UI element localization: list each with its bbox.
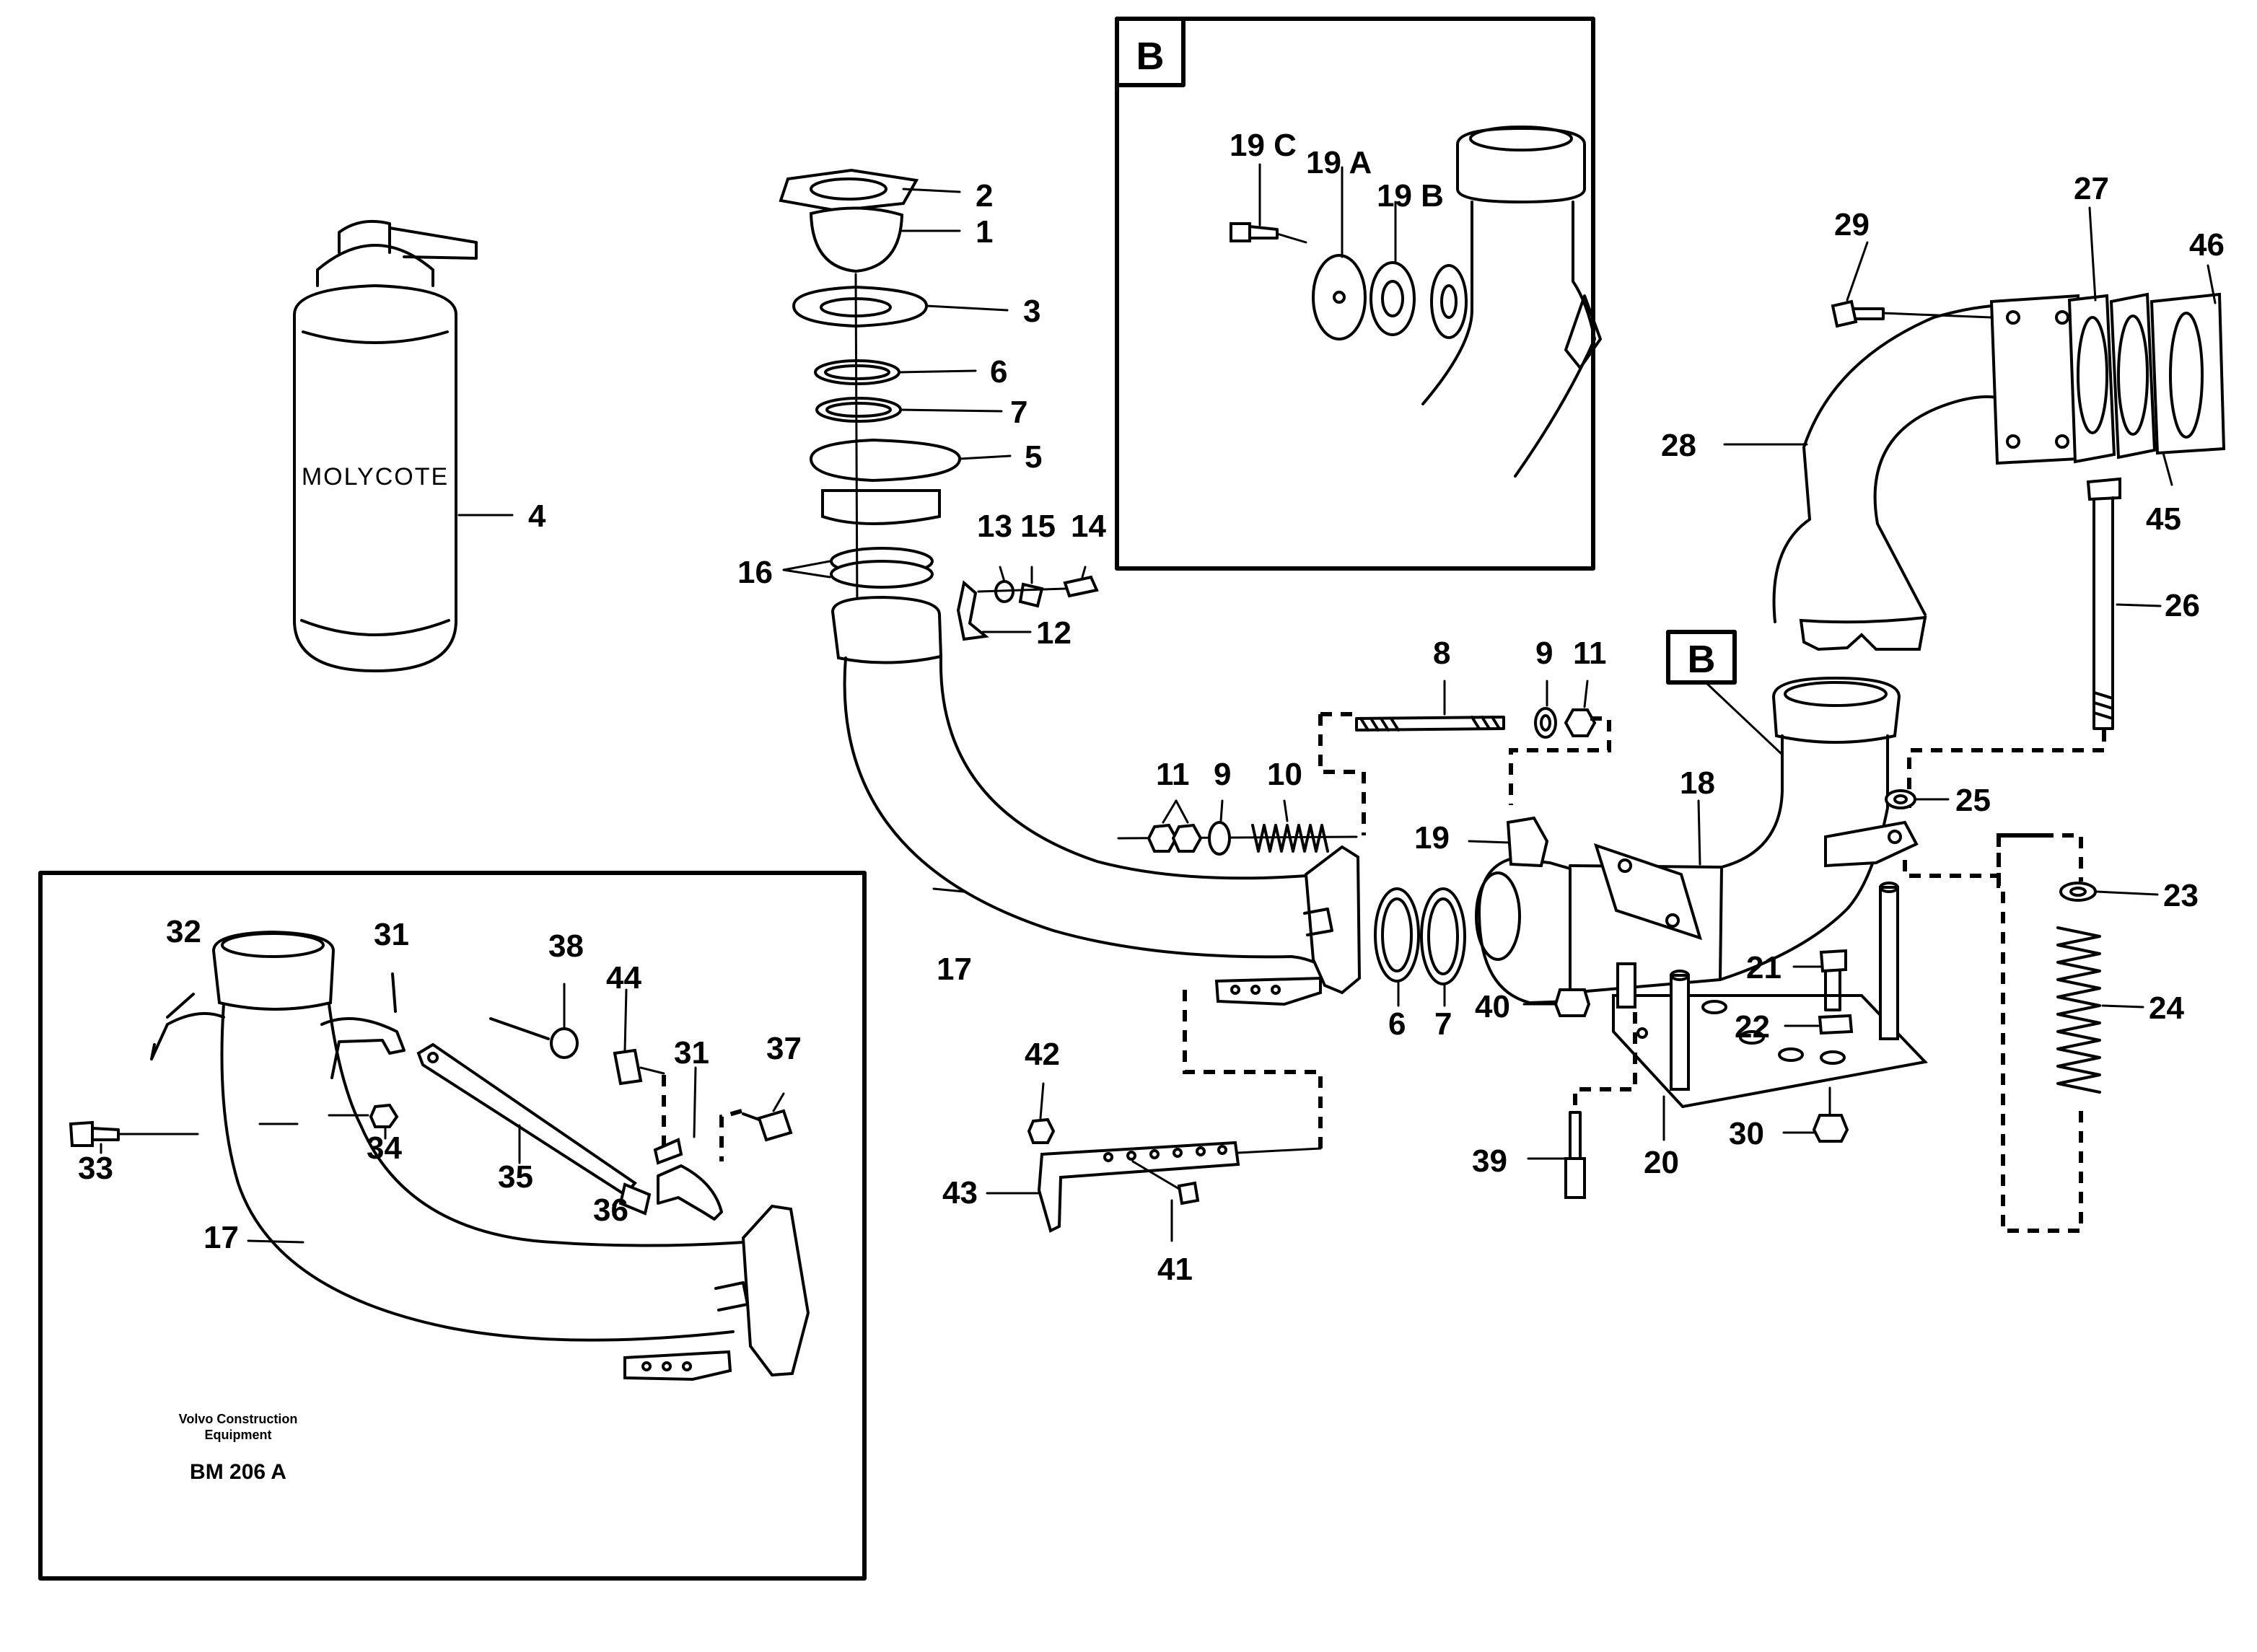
callout-6-mid: 6: [1388, 1006, 1406, 1042]
callout-41: 41: [1157, 1252, 1193, 1287]
callout-44: 44: [606, 960, 641, 996]
callout-23: 23: [2163, 878, 2199, 913]
callout-24: 24: [2149, 990, 2184, 1026]
callout-20: 20: [1644, 1145, 1679, 1180]
callout-38: 38: [548, 928, 584, 964]
callout-19c: 19 C: [1230, 128, 1297, 163]
base-plate-20: [1522, 882, 1929, 1199]
callout-5: 5: [1025, 439, 1042, 475]
callout-6: 6: [990, 354, 1007, 390]
callout-10: 10: [1267, 757, 1302, 792]
gaskets-6-7: [1374, 887, 1466, 1007]
can-brand-label: MOLYCOTE: [302, 463, 449, 491]
callout-numbers: 2 1 3 6 7 5 16 13 15 14 12 4 17 8 9 11 1…: [78, 128, 2225, 1287]
callout-9-left: 9: [1214, 757, 1231, 792]
callout-29: 29: [1834, 207, 1870, 242]
callout-14: 14: [1071, 509, 1106, 544]
callout-36: 36: [593, 1192, 628, 1228]
callout-27: 27: [2074, 171, 2109, 206]
upper-joint-stack: [779, 168, 1012, 615]
callout-43: 43: [942, 1175, 978, 1211]
callout-11-left: 11: [1156, 757, 1190, 792]
stud-bolt-8-hardware: [1318, 680, 1611, 835]
callout-28: 28: [1661, 428, 1696, 463]
callout-34: 34: [367, 1130, 402, 1166]
manufacturer-line-2: Equipment: [204, 1428, 272, 1442]
callout-42: 42: [1025, 1037, 1060, 1072]
riser-pipe-18: B: [1666, 630, 1919, 981]
callout-45: 45: [2146, 501, 2181, 537]
washer-25: [1885, 789, 1950, 809]
callout-2: 2: [976, 178, 993, 214]
callout-32: 32: [166, 914, 201, 949]
callout-19a: 19 A: [1306, 145, 1372, 180]
detail-box-lower-left: [38, 871, 867, 1581]
callout-7: 7: [1010, 395, 1027, 430]
callout-46: 46: [2189, 227, 2225, 263]
callout-33: 33: [78, 1151, 113, 1186]
spring-24: [1903, 833, 2159, 1233]
callout-9-top: 9: [1535, 636, 1553, 671]
callout-26: 26: [2165, 588, 2200, 623]
callout-25: 25: [1955, 783, 1991, 818]
callout-35: 35: [498, 1159, 533, 1195]
callout-30: 30: [1729, 1116, 1764, 1151]
molycote-spray-can: MOLYCOTE: [293, 219, 514, 672]
callout-7-mid: 7: [1434, 1006, 1452, 1042]
callout-21: 21: [1746, 950, 1782, 985]
clamp-hardware-12-15: [956, 566, 1099, 641]
long-bolt-26: [1907, 477, 2162, 808]
callout-31-top: 31: [374, 917, 409, 952]
manufacturer-label: Volvo Construction Equipment: [144, 1411, 332, 1443]
callout-19: 19: [1414, 820, 1450, 856]
spring-hardware-9-11: [1117, 799, 1358, 856]
upper-elbow-28: [1723, 206, 2226, 651]
callout-22: 22: [1735, 1009, 1770, 1045]
callout-3: 3: [1023, 294, 1040, 329]
callout-18: 18: [1680, 765, 1715, 801]
detail-b-reference-tag: B: [1688, 638, 1716, 681]
callout-11-top: 11: [1573, 636, 1607, 671]
detail-box-b: B: [1115, 17, 1602, 571]
callout-40: 40: [1475, 989, 1510, 1024]
callout-4: 4: [528, 498, 546, 534]
callout-8: 8: [1433, 636, 1450, 671]
callout-15: 15: [1020, 509, 1056, 544]
callout-17-detail: 17: [203, 1220, 239, 1255]
callout-17: 17: [937, 952, 972, 987]
detail-b-letter: B: [1136, 35, 1165, 78]
callout-39: 39: [1472, 1143, 1507, 1179]
callout-37: 37: [766, 1031, 802, 1066]
callout-16: 16: [737, 555, 773, 590]
drawing-number: BM 206 A: [190, 1460, 286, 1484]
callout-12: 12: [1036, 615, 1071, 651]
bracket-43: [986, 985, 1323, 1242]
manufacturer-line-1: Volvo Construction: [178, 1412, 298, 1426]
flange-connector-18-19: [1468, 816, 1723, 1005]
callout-1: 1: [976, 214, 993, 250]
exhaust-elbow-17: [831, 595, 1362, 1006]
callout-13: 13: [977, 509, 1012, 544]
callout-19b: 19 B: [1377, 178, 1444, 214]
callout-31-lower: 31: [674, 1035, 709, 1071]
